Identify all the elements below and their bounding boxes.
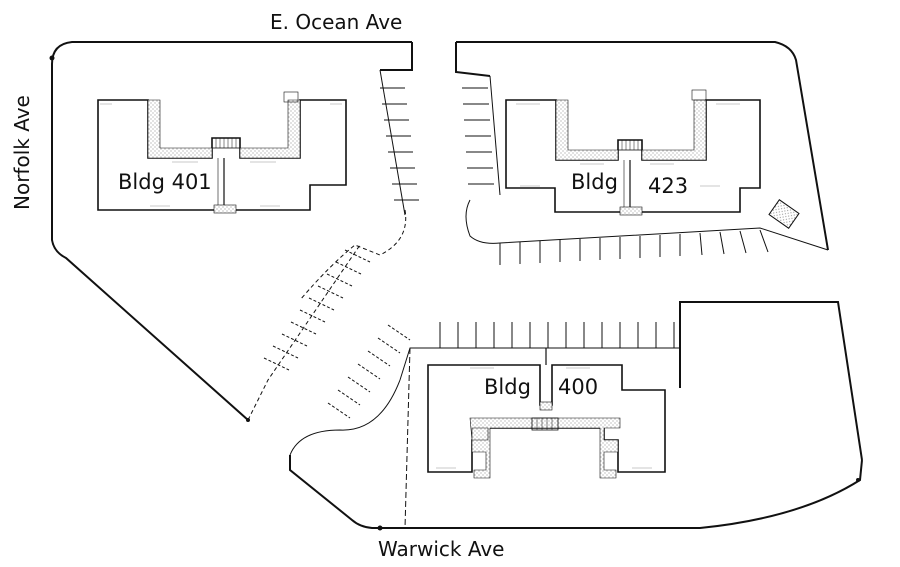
- diagonal-parking-stripes: [263, 249, 411, 419]
- corner-markers: [49, 55, 860, 531]
- east-lot-edges: [465, 75, 829, 251]
- bldg-401-footprint: [97, 91, 347, 214]
- bldg-423-footprint: [505, 89, 761, 216]
- west-driveway: [247, 209, 407, 421]
- west-lot-boundary: [51, 41, 413, 421]
- bldg-400-label-word: Bldg: [484, 375, 531, 399]
- south-lot-boundary: [289, 301, 863, 529]
- west-lot-parking-stripes: [380, 87, 419, 201]
- street-label-north: E. Ocean Ave: [270, 10, 403, 34]
- east-lot-dumpster: [768, 199, 800, 229]
- bldg-401-label: Bldg 401: [118, 170, 212, 194]
- street-label-south: Warwick Ave: [378, 537, 505, 561]
- street-label-west: Norfolk Ave: [10, 95, 34, 210]
- bldg-400-footprint: [427, 348, 666, 479]
- dimension-ticks: [100, 103, 740, 469]
- bldg-423-label-number: 423: [648, 174, 689, 198]
- south-lot-parking-stripes: [439, 322, 675, 348]
- east-lot-parking-stripes: [462, 87, 769, 265]
- bldg-400-label-number: 400: [558, 375, 599, 399]
- south-lot-edges: [289, 347, 681, 529]
- bldg-423-label-word: Bldg: [571, 170, 618, 194]
- east-lot-boundary: [455, 41, 829, 251]
